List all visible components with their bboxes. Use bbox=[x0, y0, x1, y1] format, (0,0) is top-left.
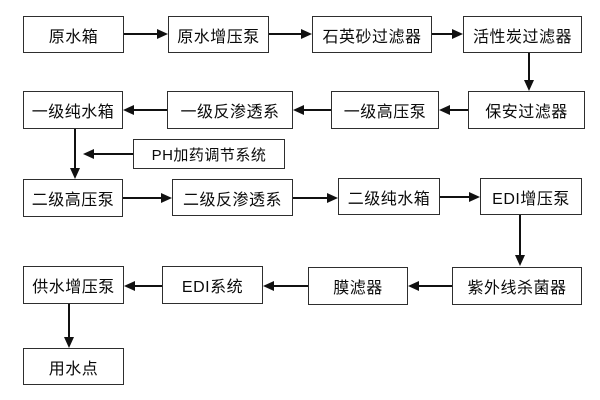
arrow-stage2-tank-to-edi-pump bbox=[440, 191, 480, 202]
node-membrane-filter: 膜滤器 bbox=[308, 267, 408, 305]
arrow-supply-pump-to-use-point bbox=[63, 304, 74, 348]
arrow-stage2-ro-to-stage2-tank bbox=[293, 192, 338, 203]
arrow-edi-pump-to-uv-sterilizer bbox=[514, 215, 525, 266]
node-water-use-point: 用水点 bbox=[23, 348, 124, 385]
node-stage1-pure-water-tank: 一级纯水箱 bbox=[23, 91, 123, 129]
arrow-ph-dosing-to-flow-line bbox=[83, 148, 133, 159]
arrow-raw-tank-to-raw-pump bbox=[124, 28, 168, 39]
arrow-quartz-filter-to-carbon-filter bbox=[432, 28, 463, 39]
arrow-raw-pump-to-quartz-filter bbox=[269, 28, 312, 39]
node-raw-water-tank: 原水箱 bbox=[23, 16, 124, 53]
node-uv-sterilizer: 紫外线杀菌器 bbox=[452, 267, 582, 305]
node-stage2-high-pressure-pump: 二级高压泵 bbox=[23, 179, 123, 217]
node-edi-system: EDI系统 bbox=[162, 266, 263, 304]
node-raw-water-booster-pump: 原水增压泵 bbox=[168, 16, 269, 53]
arrow-edi-system-to-supply-pump bbox=[124, 280, 162, 291]
arrow-stage2-pump-to-stage2-ro bbox=[123, 192, 172, 203]
arrow-membrane-filter-to-edi-system bbox=[263, 280, 308, 291]
node-stage1-high-pressure-pump: 一级高压泵 bbox=[331, 91, 439, 129]
node-quartz-sand-filter: 石英砂过滤器 bbox=[312, 16, 432, 53]
arrow-stage1-tank-to-stage2-pump bbox=[69, 129, 80, 179]
node-security-filter: 保安过滤器 bbox=[468, 91, 585, 129]
node-activated-carbon-filter: 活性炭过滤器 bbox=[463, 16, 582, 53]
node-stage2-pure-water-tank: 二级纯水箱 bbox=[338, 178, 440, 215]
arrow-carbon-filter-to-security-filter bbox=[523, 53, 534, 91]
node-edi-booster-pump: EDI增压泵 bbox=[480, 178, 582, 215]
arrow-security-filter-to-stage1-pump bbox=[439, 104, 468, 115]
arrow-uv-sterilizer-to-membrane-filter bbox=[408, 280, 452, 291]
node-stage1-ro-system: 一级反渗透系 bbox=[167, 91, 293, 129]
node-ph-dosing-system: PH加药调节系统 bbox=[133, 139, 285, 169]
node-stage2-ro-system: 二级反渗透系 bbox=[172, 179, 293, 216]
arrow-stage1-ro-to-stage1-tank bbox=[123, 104, 167, 115]
arrow-stage1-pump-to-stage1-ro bbox=[293, 104, 331, 115]
node-supply-booster-pump: 供水增压泵 bbox=[23, 266, 124, 304]
